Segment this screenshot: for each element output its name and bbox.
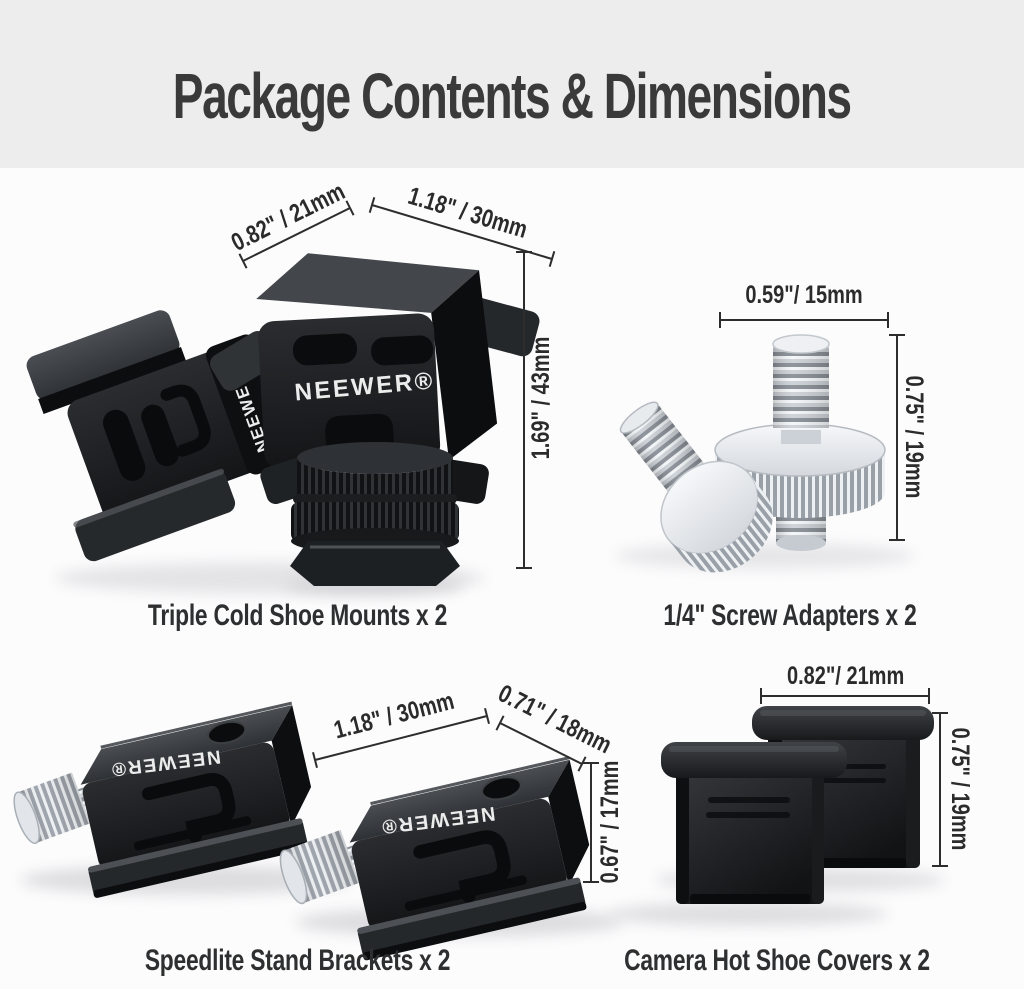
caption-screw-adapters: 1/4" Screw Adapters x 2 bbox=[663, 599, 917, 632]
screw-adapter-tilted bbox=[619, 401, 773, 573]
shoe-foot bbox=[290, 541, 460, 586]
section-hot-shoe-covers: 0.82"/ 21mm 0.75" / 19mm bbox=[608, 662, 974, 926]
caption-hot-shoe-covers: Camera Hot Shoe Covers x 2 bbox=[624, 944, 930, 977]
dimension-bracket-width: 1.18" / 30mm bbox=[312, 687, 490, 769]
page-title: Package Contents & Dimensions bbox=[173, 60, 852, 132]
caption-speedlite-brackets: Speedlite Stand Brackets x 2 bbox=[144, 944, 451, 977]
section-triple-cold-shoe-mounts: NEEWER® NEEWER® bbox=[26, 177, 556, 595]
dimension-mount-depth: 0.82" / 21mm bbox=[227, 177, 355, 269]
dimension-cover-width: 0.82"/ 21mm bbox=[760, 662, 930, 704]
dimension-label: 0.82"/ 21mm bbox=[787, 662, 904, 690]
dimension-label: 1.69" / 43mm bbox=[527, 337, 555, 460]
dimension-bracket-depth: 0.71" / 18mm bbox=[494, 679, 616, 772]
dimension-label: 0.71" / 18mm bbox=[494, 679, 616, 759]
dimension-label: 1.18" / 30mm bbox=[331, 687, 457, 744]
dimension-bracket-height: 0.67" / 17mm bbox=[583, 761, 624, 884]
knurled-disc-rim bbox=[668, 475, 773, 573]
section-screw-adapters: 0.59"/ 15mm 0.75" / 19mm bbox=[615, 281, 928, 573]
dimension-label: 0.67" / 17mm bbox=[596, 761, 624, 884]
dimension-adapter-width: 0.59"/ 15mm bbox=[719, 281, 889, 328]
caption-triple-cold-shoe-mounts: Triple Cold Shoe Mounts x 2 bbox=[147, 599, 448, 632]
dimension-label: 0.75" / 19mm bbox=[946, 728, 974, 851]
hot-shoe-cover-front bbox=[661, 742, 847, 904]
dimension-mount-width: 1.18" / 30mm bbox=[368, 182, 556, 267]
dimension-cover-height: 0.75" / 19mm bbox=[932, 712, 974, 867]
dimension-adapter-height: 0.75" / 19mm bbox=[889, 334, 928, 541]
section-speedlite-brackets: 1.18" / 30mm 0.71" / 18mm 0.67" / 17mm bbox=[3, 679, 625, 975]
cold-shoe-adapter-ring bbox=[290, 442, 460, 586]
dimension-mount-height: 1.69" / 43mm bbox=[516, 251, 555, 569]
dimension-label: 0.59"/ 15mm bbox=[745, 281, 862, 309]
dimension-label: 0.75" / 19mm bbox=[900, 376, 928, 499]
header-banner: Package Contents & Dimensions bbox=[0, 0, 1024, 168]
